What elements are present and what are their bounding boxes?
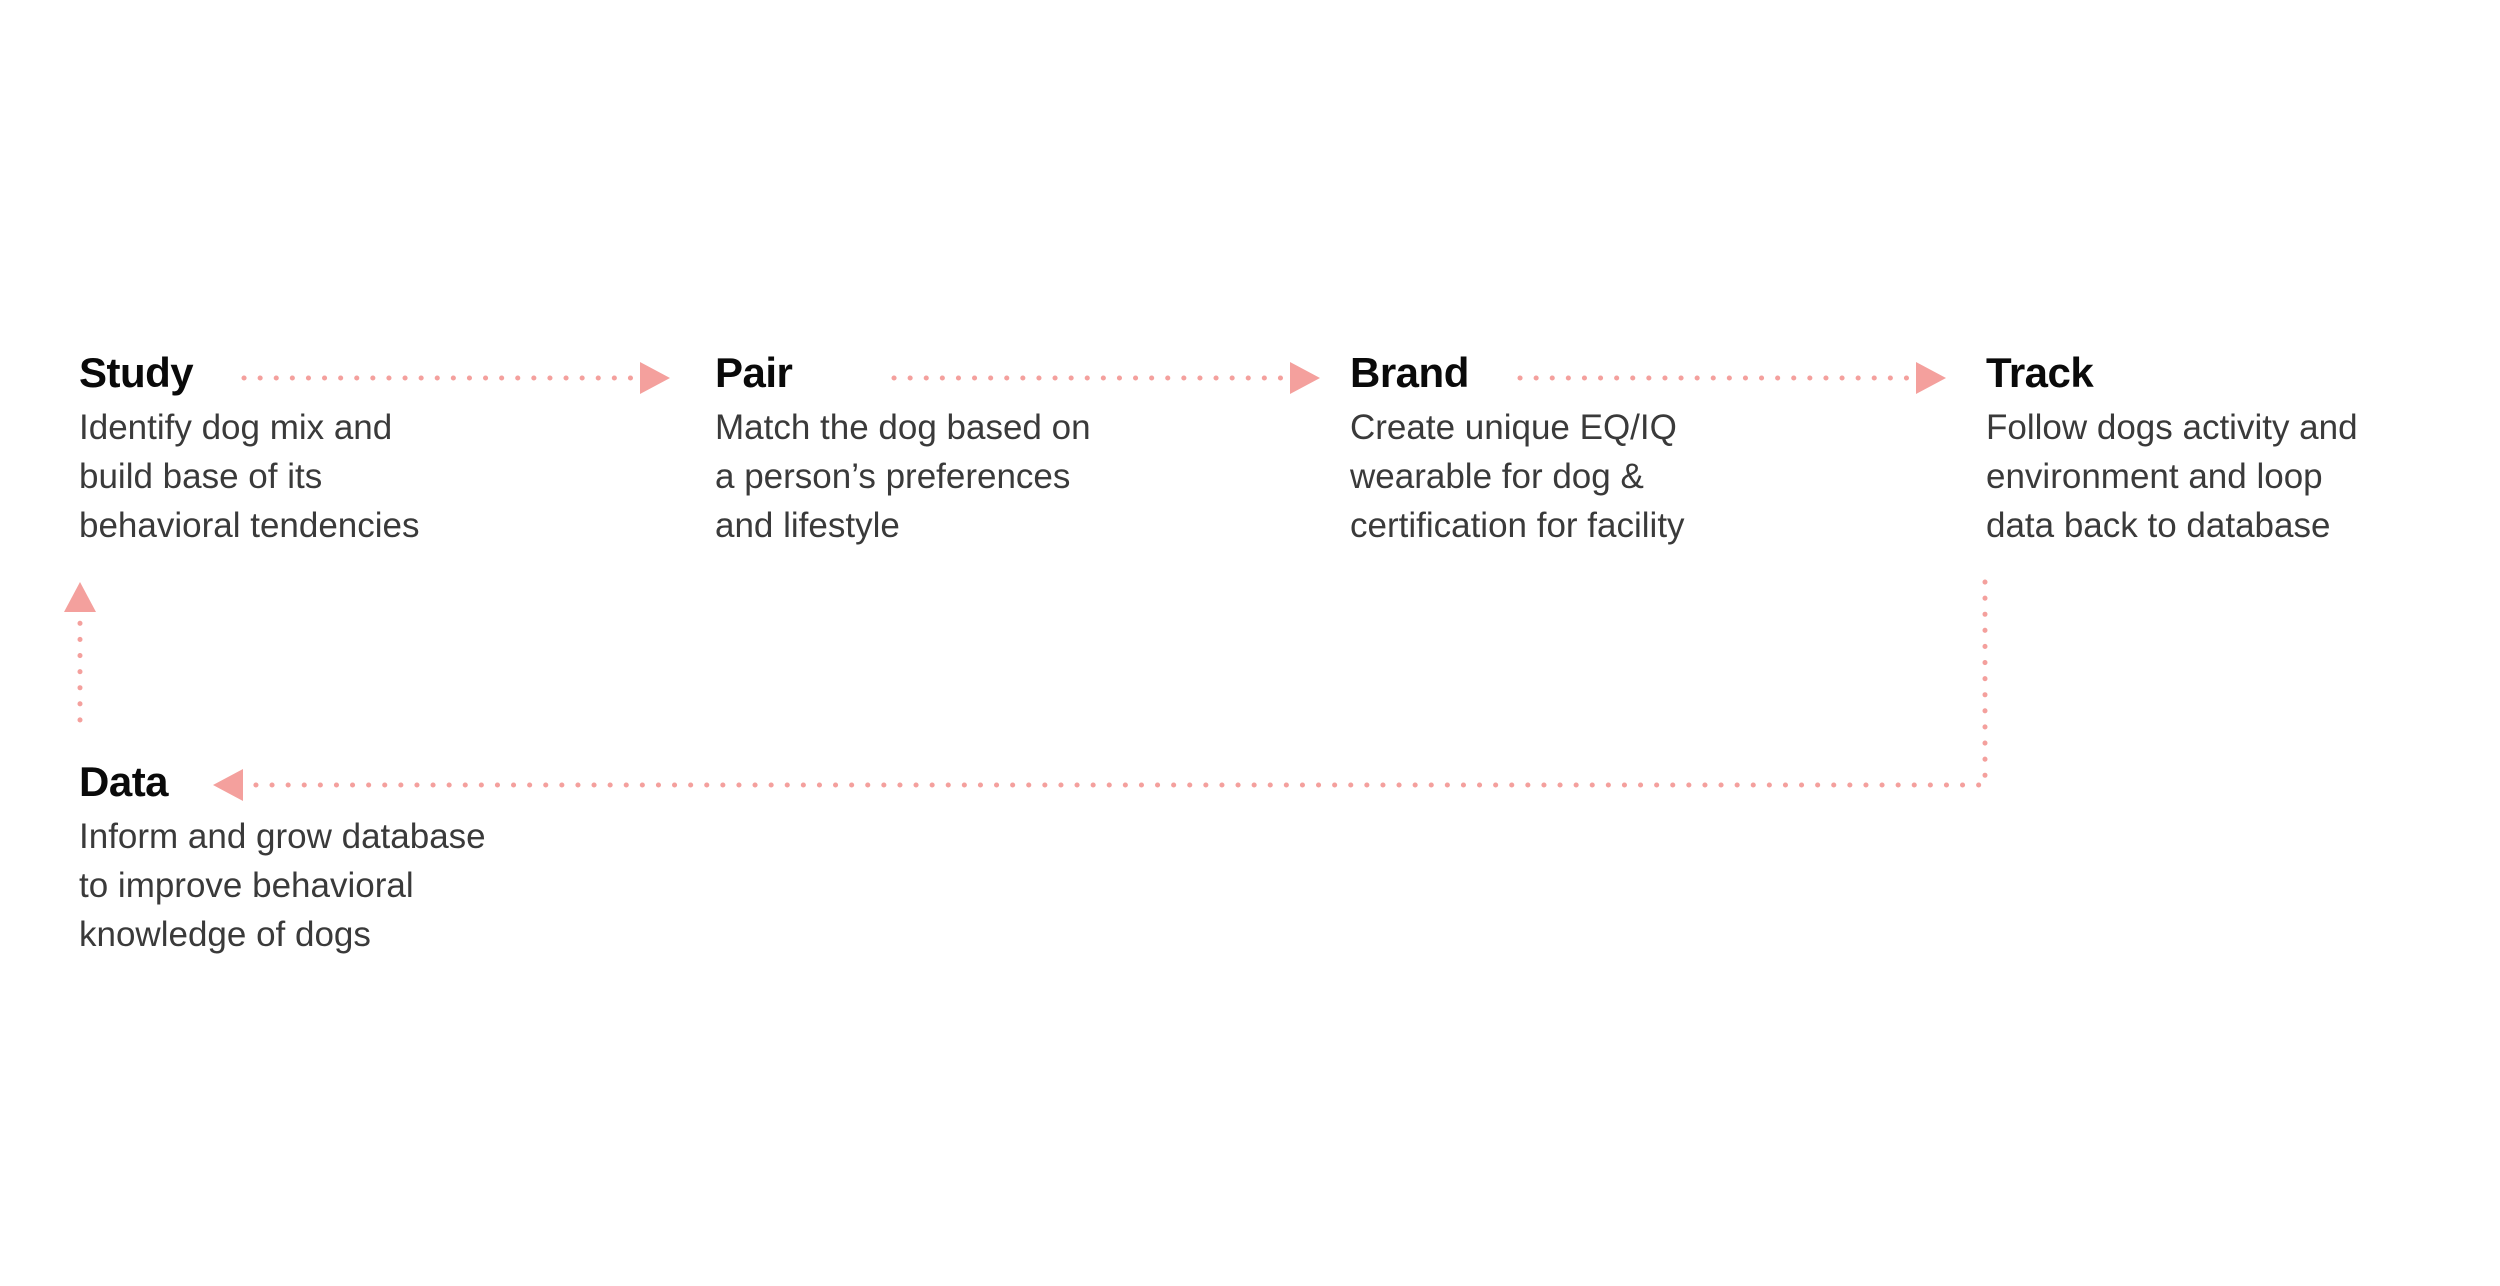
step-title: Track	[1986, 349, 2094, 396]
description-line: and lifestyle	[715, 506, 900, 545]
connector-brand-to-track	[1517, 362, 1946, 394]
description-line: behavioral tendencies	[79, 506, 420, 545]
step-title: Study	[79, 349, 194, 396]
description-line: Identify dog mix and	[79, 408, 393, 447]
arrow-right-icon	[1916, 362, 1946, 394]
step-track: Track Follow dogs activity and environme…	[1986, 345, 2500, 550]
description-line: Create unique EQ/IQ	[1350, 408, 1677, 447]
step-description: Create unique EQ/IQ wearable for dog & c…	[1350, 403, 1910, 550]
description-line: Match the dog based on	[715, 408, 1091, 447]
connector-track-to-data	[213, 579, 1988, 801]
arrow-left-icon	[213, 769, 243, 801]
step-study: Study Identify dog mix and build base of…	[79, 345, 639, 550]
step-title: Pair	[715, 349, 793, 396]
connector-study-to-pair	[241, 362, 670, 394]
description-line: certification for facility	[1350, 506, 1685, 545]
connector-data-to-study	[64, 582, 96, 723]
description-line: data back to database	[1986, 506, 2331, 545]
connector-pair-to-brand	[891, 362, 1320, 394]
step-brand: Brand Create unique EQ/IQ wearable for d…	[1350, 345, 1910, 550]
arrow-up-icon	[64, 582, 96, 612]
description-line: to improve behavioral	[79, 866, 414, 905]
step-title: Brand	[1350, 349, 1469, 396]
description-line: Inform and grow database	[79, 817, 486, 856]
step-description: Identify dog mix and build base of its b…	[79, 403, 639, 550]
description-line: a person’s preferences	[715, 457, 1071, 496]
description-line: environment and loop	[1986, 457, 2323, 496]
arrow-right-icon	[1290, 362, 1320, 394]
description-line: knowledge of dogs	[79, 915, 371, 954]
step-description: Follow dogs activity and environment and…	[1986, 403, 2500, 550]
description-line: wearable for dog &	[1350, 457, 1644, 496]
description-line: build base of its	[79, 457, 323, 496]
step-pair: Pair Match the dog based on a person’s p…	[715, 345, 1275, 550]
step-description: Inform and grow database to improve beha…	[79, 812, 639, 959]
step-data: Data Inform and grow database to improve…	[79, 754, 639, 959]
step-title: Data	[79, 758, 169, 805]
description-line: Follow dogs activity and	[1986, 408, 2358, 447]
arrow-right-icon	[640, 362, 670, 394]
step-description: Match the dog based on a person’s prefer…	[715, 403, 1275, 550]
